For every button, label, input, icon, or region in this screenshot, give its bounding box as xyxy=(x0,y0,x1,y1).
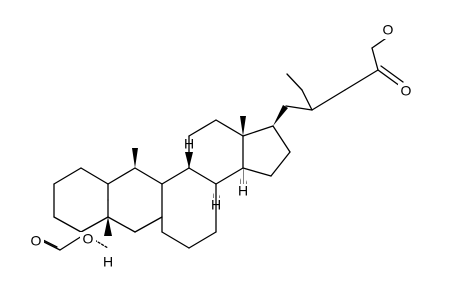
ring-c-bonds xyxy=(161,119,244,185)
extra-ring-bonds xyxy=(161,183,217,249)
formate-carbonyl-oxygen-label: O xyxy=(31,233,42,249)
c8-hydrogen-label: H xyxy=(211,197,221,213)
carbonyl-oxygen-mask xyxy=(398,84,414,100)
c9-hydrogen-label: H xyxy=(184,136,194,152)
ring-b-bonds xyxy=(107,167,163,233)
side-chain-bonds xyxy=(273,31,404,126)
carbonyl-oxygen-label: O xyxy=(401,83,412,99)
ring-d-bonds xyxy=(242,125,291,177)
formate-bonds xyxy=(36,231,109,251)
methoxy-oxygen-label: O xyxy=(383,22,394,38)
methoxy-oxygen-mask xyxy=(380,23,396,39)
formate-ether-oxygen-label: O xyxy=(83,231,94,247)
formate-ether-oxygen-mask xyxy=(80,232,96,248)
c5-hydrogen-label: H xyxy=(103,254,113,270)
ring-a-bonds xyxy=(53,167,109,233)
methyl-wedges xyxy=(132,116,246,168)
c14-hydrogen-label: H xyxy=(238,183,248,199)
stereo-hydrogen-bonds xyxy=(104,152,247,236)
formate-carbonyl-oxygen-mask xyxy=(28,234,44,250)
